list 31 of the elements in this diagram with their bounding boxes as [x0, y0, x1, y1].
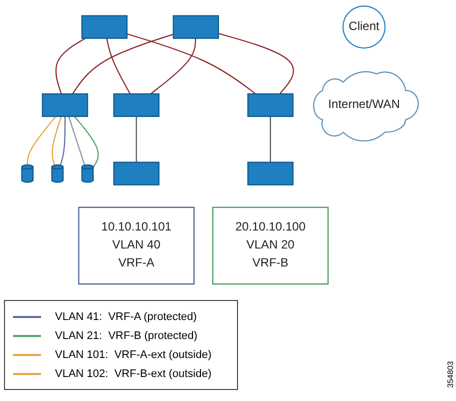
node-box — [247, 93, 294, 117]
legend-text: VLAN 101: VRF-A-ext (outside) — [55, 348, 212, 360]
node-box — [247, 162, 294, 186]
connector — [52, 116, 62, 166]
connector — [136, 116, 137, 162]
node-cylinder — [21, 164, 34, 183]
connector — [74, 116, 99, 168]
connector — [60, 116, 66, 166]
node-cylinder — [51, 164, 64, 183]
connector — [68, 116, 86, 166]
connector — [26, 116, 56, 165]
connector — [218, 32, 294, 94]
connector — [126, 33, 256, 94]
node-circle: Client — [342, 5, 386, 49]
node-box — [172, 15, 219, 39]
node-box: 20.10.10.100 VLAN 20 VRF-B — [212, 206, 329, 285]
connector — [106, 38, 131, 94]
node-cylinder — [81, 164, 94, 183]
connector — [55, 38, 86, 94]
node-box — [113, 93, 160, 117]
legend-text: VLAN 21: VRF-B (protected) — [55, 330, 198, 342]
legend-text: VLAN 41: VRF-A (protected) — [55, 310, 197, 322]
connector — [150, 38, 196, 94]
node-box: 10.10.10.101 VLAN 40 VRF-A — [78, 206, 195, 285]
connector — [72, 34, 174, 94]
node-box — [113, 162, 160, 186]
legend-text: VLAN 102: VRF-B-ext (outside) — [55, 368, 212, 380]
node-box — [81, 15, 128, 39]
node-box — [42, 93, 88, 117]
connector — [270, 116, 271, 162]
figure-number: 354803 — [446, 361, 456, 388]
